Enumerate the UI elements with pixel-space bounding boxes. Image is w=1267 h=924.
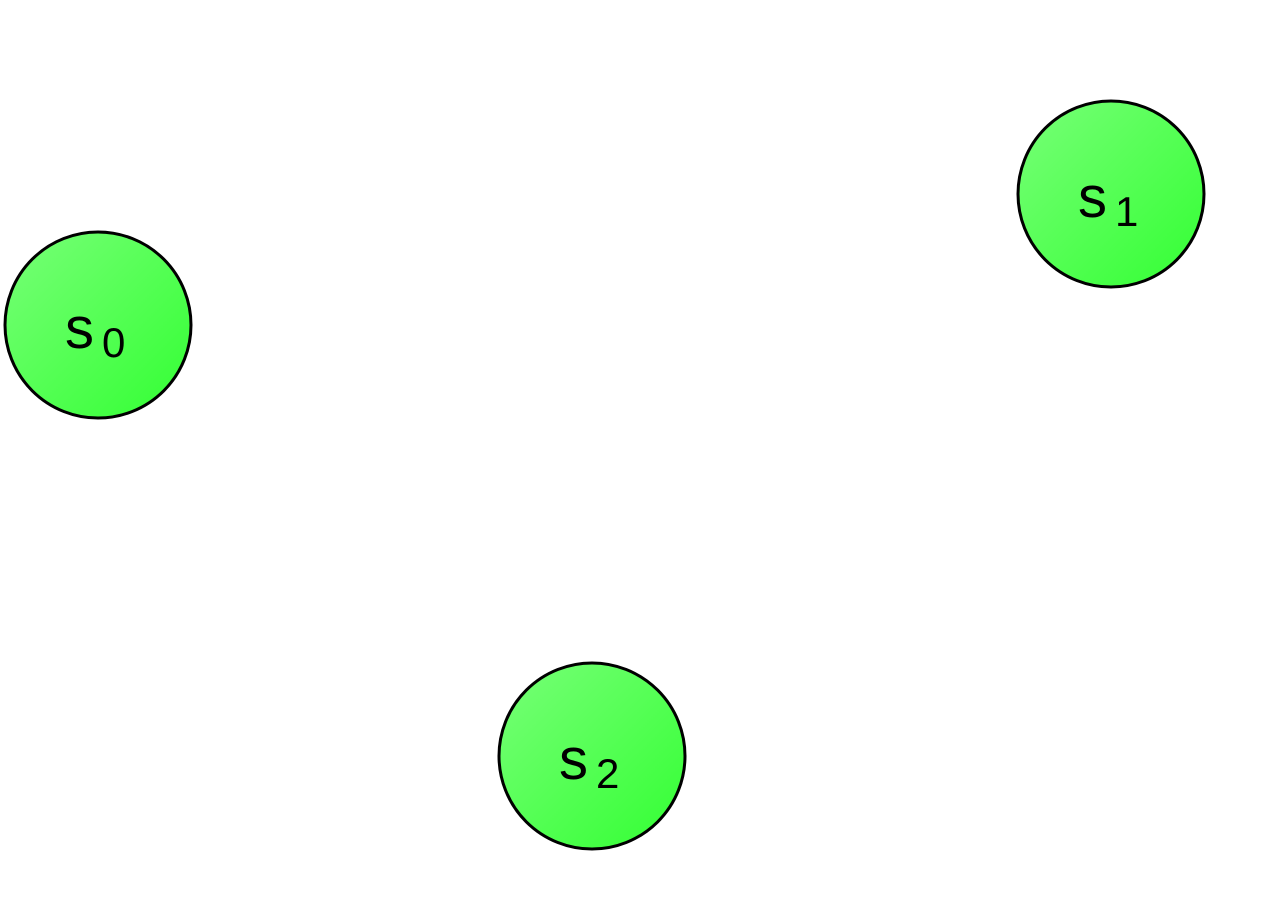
state-subscript-s0: 0: [102, 319, 125, 366]
state-circle-s1: [1016, 99, 1206, 289]
state-circle-s2: [497, 661, 687, 851]
state-node-s1[interactable]: s 1: [1016, 99, 1206, 289]
state-label-s0: s: [65, 296, 94, 361]
state-circle-s0: [3, 230, 193, 420]
state-subscript-s2: 2: [596, 750, 619, 797]
state-node-s2[interactable]: s 2: [497, 661, 687, 851]
state-node-s0[interactable]: s 0: [3, 230, 193, 420]
state-label-s2: s: [559, 727, 588, 792]
state-label-s1: s: [1078, 165, 1107, 230]
state-subscript-s1: 1: [1115, 188, 1138, 235]
